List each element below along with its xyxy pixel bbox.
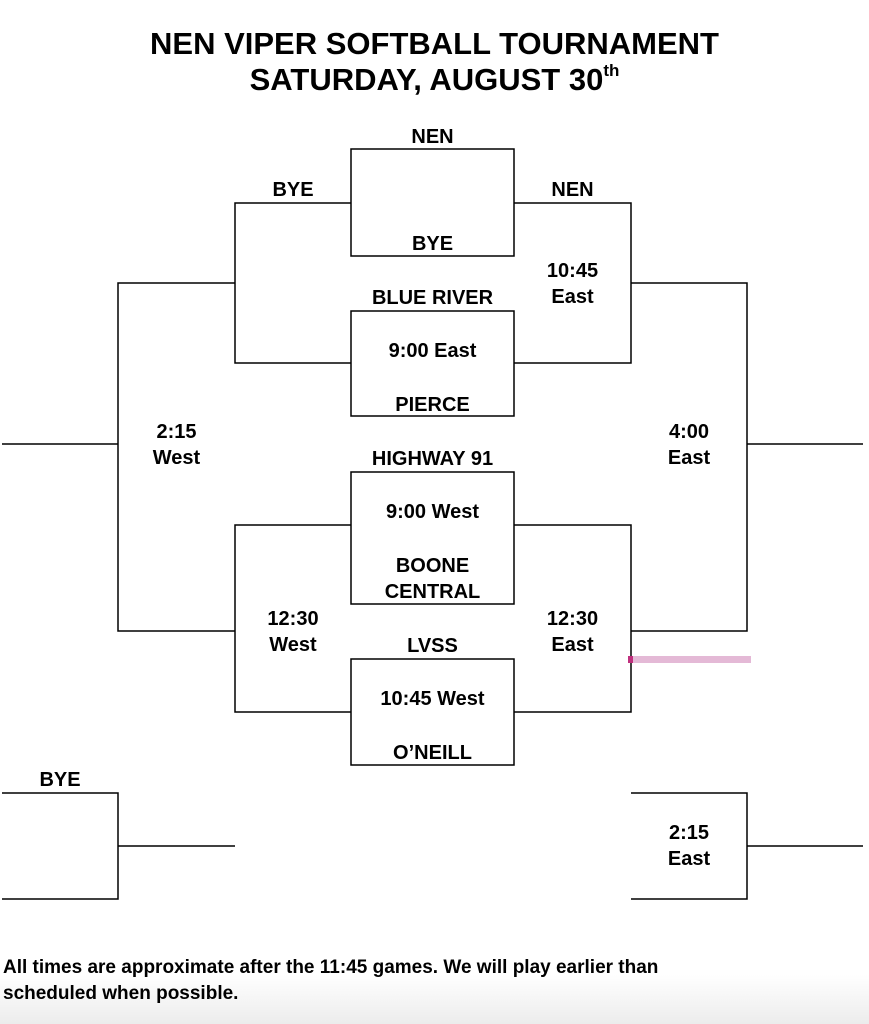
game-time-highway91-boone: 9:00 West bbox=[385, 501, 479, 523]
team-bye: BYE bbox=[411, 233, 454, 255]
tournament-title: NEN VIPER SOFTBALL TOURNAMENT bbox=[0, 26, 869, 62]
game-right-semi-bottom-field: East bbox=[551, 634, 594, 656]
box-highway91-boone bbox=[350, 471, 515, 605]
game-lower-right-field: East bbox=[667, 848, 711, 870]
game-left-final: 2:15 West bbox=[118, 419, 235, 471]
game-time-lvss-oneill: 10:45 West bbox=[380, 688, 485, 710]
team-nen: NEN bbox=[411, 126, 454, 148]
slot-upper-left-bye: BYE bbox=[272, 179, 314, 201]
bracket-left-upper bbox=[234, 202, 351, 364]
team-blue-river: BLUE RIVER bbox=[371, 287, 494, 309]
team-lvss: LVSS bbox=[407, 635, 458, 657]
slot-lower-left-bye: BYE bbox=[39, 769, 81, 791]
highlight-mark-dot bbox=[628, 656, 633, 663]
game-right-semi-bottom: 12:30 East bbox=[514, 606, 631, 658]
game-right-semi-top-time: 10:45 bbox=[546, 260, 599, 282]
date-ordinal-suffix: th bbox=[603, 61, 620, 80]
game-time-blue-river-pierce: 9:00 East bbox=[388, 340, 477, 362]
game-right-final-field: East bbox=[667, 447, 711, 469]
game-lower-right-time: 2:15 bbox=[668, 822, 710, 844]
bracket-left-final bbox=[117, 282, 235, 632]
game-right-semi-top-field: East bbox=[551, 286, 594, 308]
tournament-title-text: NEN VIPER SOFTBALL TOURNAMENT bbox=[150, 26, 719, 61]
game-left-semi-bottom-field: West bbox=[269, 634, 317, 656]
game-right-semi-top: 10:45 East bbox=[514, 258, 631, 310]
team-boone-central-line2: CENTRAL bbox=[384, 581, 481, 603]
game-left-semi-bottom: 12:30 West bbox=[235, 606, 351, 658]
bracket-right-final bbox=[631, 282, 748, 632]
game-lower-right: 2:15 East bbox=[631, 820, 747, 872]
bracket-left-lower bbox=[234, 524, 351, 713]
schedule-note-line2: scheduled when possible. bbox=[3, 983, 239, 1004]
team-highway-91: HIGHWAY 91 bbox=[371, 448, 494, 470]
team-boone-central-line1: BOONE bbox=[395, 555, 470, 577]
tournament-date-text: SATURDAY, AUGUST 30 bbox=[249, 62, 604, 97]
bracket-lower-left bbox=[2, 792, 119, 900]
tournament-date: SATURDAY, AUGUST 30th bbox=[0, 62, 869, 98]
bracket-right-lower bbox=[514, 524, 632, 713]
game-right-semi-bottom-time: 12:30 bbox=[546, 608, 599, 630]
team-boone-central: BOONE CENTRAL bbox=[351, 553, 514, 605]
highlight-mark bbox=[628, 656, 751, 663]
schedule-note-line1: All times are approximate after the 11:4… bbox=[3, 957, 659, 978]
schedule-note: All times are approximate after the 11:4… bbox=[3, 955, 863, 1007]
game-right-final-time: 4:00 bbox=[668, 421, 710, 443]
game-left-final-time: 2:15 bbox=[156, 421, 197, 443]
team-pierce: PIERCE bbox=[395, 394, 470, 416]
game-right-final: 4:00 East bbox=[631, 419, 747, 471]
game-left-final-field: West bbox=[152, 447, 201, 469]
game-left-semi-bottom-time: 12:30 bbox=[267, 608, 319, 630]
team-oneill: O’NEILL bbox=[393, 742, 472, 764]
slot-nen-advance: NEN bbox=[551, 179, 594, 201]
